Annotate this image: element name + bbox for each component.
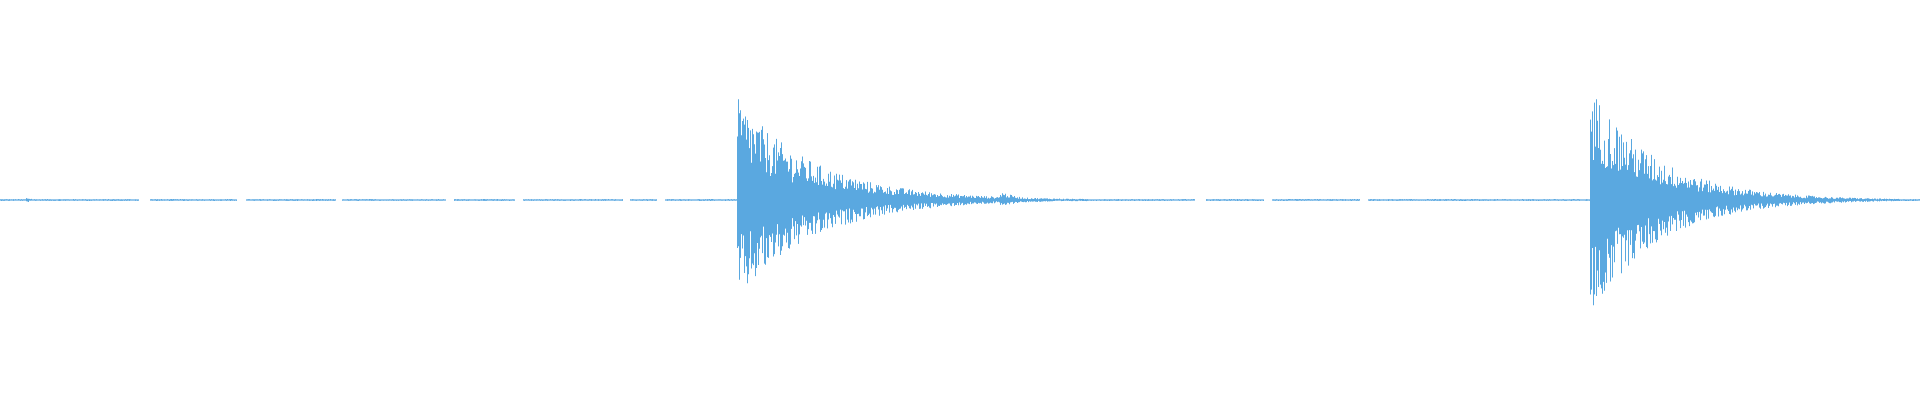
waveform-trace bbox=[0, 99, 1920, 306]
